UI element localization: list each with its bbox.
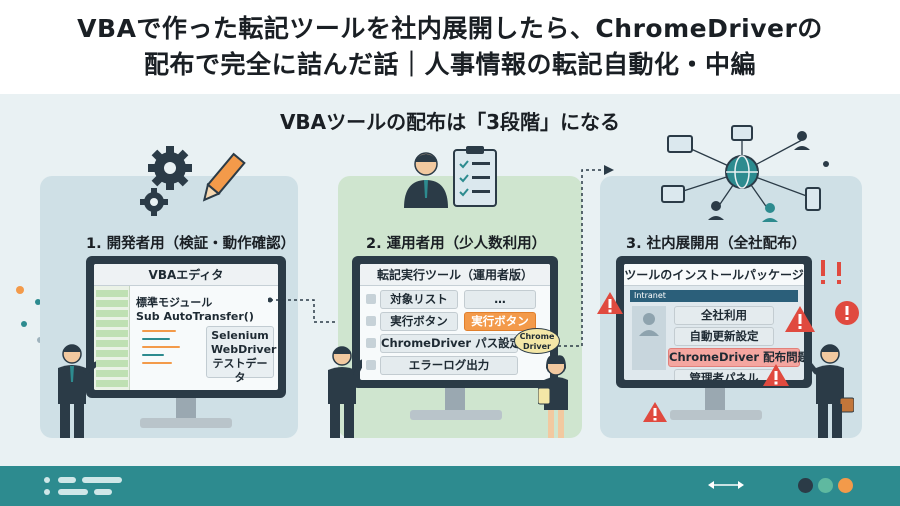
arrow-icon bbox=[558, 165, 614, 347]
title-line-1: VBAで作った転記ツールを社内展開したら、ChromeDriverの bbox=[77, 14, 823, 43]
window-title: VBAエディタ bbox=[94, 264, 278, 286]
stage-2-monitor: 転記実行ツール（運用者版） 対象リスト … 実行ボタン 実行ボタン Chrome… bbox=[352, 256, 558, 388]
ref-testdata: テストデータ bbox=[212, 357, 268, 384]
window-title: ツールのインストールパッケージ bbox=[624, 264, 804, 286]
code-module: 標準モジュール bbox=[136, 296, 213, 309]
run-button-label: 実行ボタン bbox=[380, 312, 458, 331]
more-field[interactable]: … bbox=[464, 290, 536, 309]
subtitle: VBAツールの配布は「3段階」になる bbox=[279, 110, 621, 134]
double-arrow-icon bbox=[708, 481, 744, 489]
footer-dot-dark bbox=[798, 478, 813, 493]
monitor-base bbox=[410, 410, 502, 420]
person-operator-female bbox=[538, 355, 568, 438]
monitor-stand bbox=[176, 398, 196, 420]
intranet-sidebar bbox=[632, 306, 666, 370]
monitor-stand bbox=[705, 388, 725, 412]
target-list-field[interactable]: 対象リスト bbox=[380, 290, 458, 309]
warning-icon bbox=[763, 364, 789, 386]
gear-icon bbox=[140, 146, 192, 216]
stage-3-monitor: ツールのインストールパッケージ Intranet 全社利用 自動更新設定 Chr… bbox=[616, 256, 812, 388]
install-package-window: ツールのインストールパッケージ Intranet 全社利用 自動更新設定 Chr… bbox=[624, 264, 804, 380]
stage-1-monitor: VBAエディタ 標準モジュール Sub AutoTransfer() Selen… bbox=[86, 256, 286, 398]
footer-bar bbox=[0, 466, 900, 506]
chromedriver-bubble: Chrome Driver bbox=[514, 328, 560, 354]
auto-update-setting[interactable]: 自動更新設定 bbox=[674, 327, 774, 346]
title-line-2: 配布で完全に詰んだ話｜人事情報の転記自動化・中編 bbox=[143, 50, 756, 79]
title-banner: VBAで作った転記ツールを社内展開したら、ChromeDriverの 配布で完全… bbox=[0, 0, 900, 94]
monitor-base bbox=[140, 418, 232, 428]
reference-list: Selenium WebDriver テストデータ bbox=[206, 326, 277, 384]
vba-editor-window: VBAエディタ 標準モジュール Sub AutoTransfer() Selen… bbox=[94, 264, 278, 390]
company-wide-use[interactable]: 全社利用 bbox=[674, 306, 774, 325]
person-operator-male bbox=[328, 346, 362, 438]
stage-2-label: 2. 運用者用（少人数利用） bbox=[366, 236, 547, 252]
chromedriver-path-setting[interactable]: ChromeDriver パス設定 bbox=[380, 334, 521, 353]
warning-icon bbox=[597, 292, 623, 314]
warning-icon bbox=[835, 301, 859, 325]
operator-tool-window: 転記実行ツール（運用者版） 対象リスト … 実行ボタン 実行ボタン Chrome… bbox=[360, 264, 550, 380]
spreadsheet-strip bbox=[94, 286, 130, 390]
admin-panel[interactable]: 管理者パネル bbox=[674, 369, 774, 380]
footer-dot-orange bbox=[838, 478, 853, 493]
monitor-base bbox=[670, 410, 762, 420]
person-developer bbox=[58, 344, 96, 438]
ref-selenium: Selenium bbox=[211, 329, 269, 342]
network-icon bbox=[661, 125, 829, 222]
stage-3-label: 3. 社内展開用（全社配布） bbox=[626, 236, 807, 252]
user-avatar-icon bbox=[639, 313, 659, 336]
intranet-bar: Intranet bbox=[630, 290, 798, 302]
footer-dot-green bbox=[818, 478, 833, 493]
pencil-icon bbox=[202, 152, 246, 202]
chromedriver-distribution-issue[interactable]: ChromeDriver 配布問題 bbox=[668, 348, 804, 367]
window-title: 転記実行ツール（運用者版） bbox=[360, 264, 550, 286]
ref-webdriver: WebDriver bbox=[211, 343, 277, 356]
error-log-output[interactable]: エラーログ出力 bbox=[380, 356, 518, 375]
clipboard-checklist-icon bbox=[404, 146, 497, 208]
warning-icon bbox=[785, 306, 815, 332]
code-sub: Sub AutoTransfer() bbox=[136, 310, 254, 323]
warning-icon bbox=[821, 260, 841, 284]
monitor-stand bbox=[445, 388, 465, 412]
person-admin bbox=[808, 344, 854, 438]
run-button[interactable]: 実行ボタン bbox=[464, 312, 536, 331]
warning-icon bbox=[643, 402, 667, 422]
stage-1-label: 1. 開発者用（検証・動作確認） bbox=[86, 236, 296, 252]
